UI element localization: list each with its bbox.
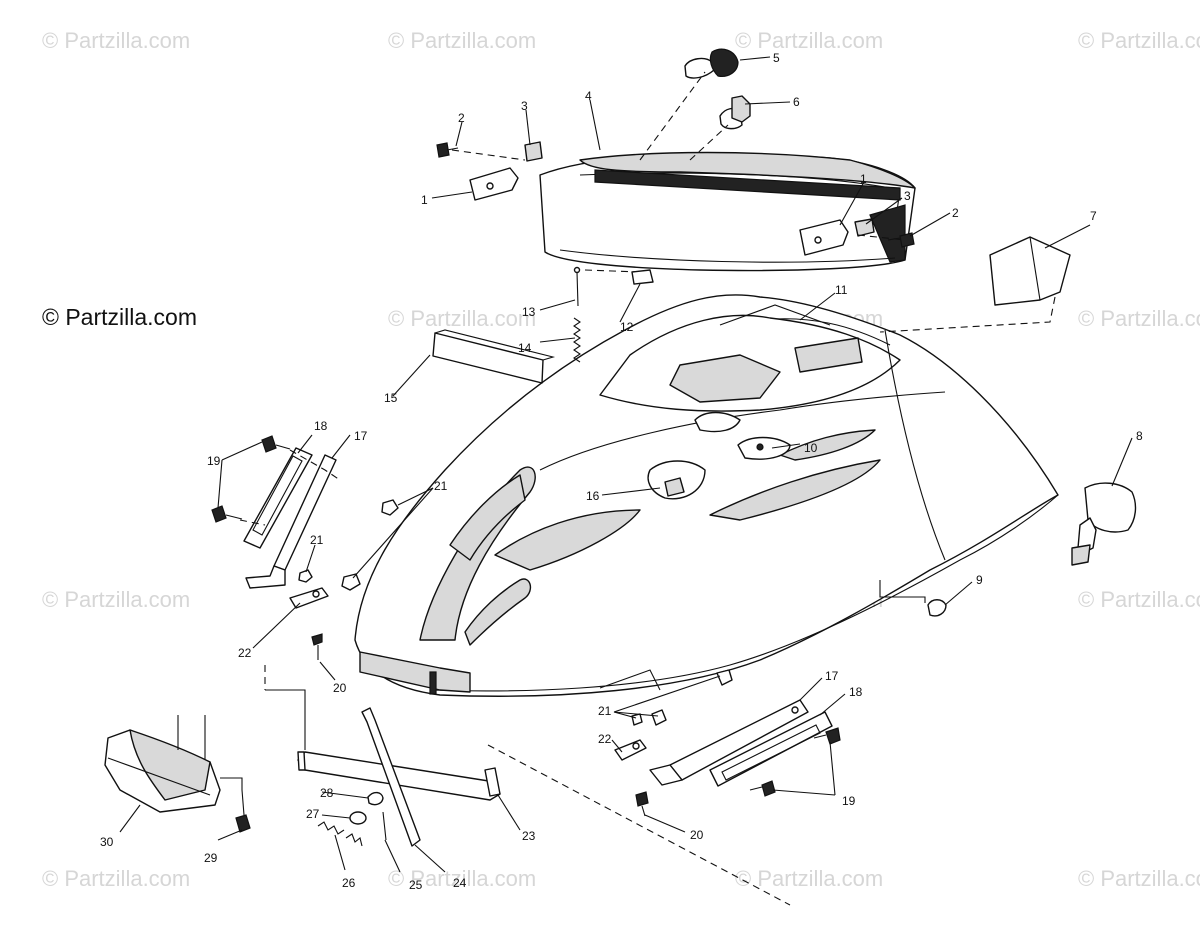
callout-leaders [119, 56, 1133, 873]
bolt-2-left[interactable] [436, 142, 459, 158]
callout-28: 28 [320, 786, 334, 800]
callout-29: 29 [204, 851, 218, 865]
callout-21: 21 [434, 479, 448, 493]
callout-18: 18 [314, 419, 328, 433]
callout-11: 11 [835, 283, 848, 297]
callout-2: 2 [458, 111, 465, 125]
gasket-18-left[interactable] [243, 447, 313, 549]
callout-6: 6 [793, 95, 800, 109]
screw-20-left[interactable] [311, 633, 323, 660]
callout-20: 20 [333, 681, 347, 695]
watermark: © Partzilla.com [42, 587, 191, 612]
callout-18: 18 [849, 685, 863, 699]
brand-notice: © Partzilla.com [42, 304, 197, 330]
callout-22: 22 [238, 646, 252, 660]
screw-20-right[interactable] [635, 791, 649, 817]
callout-30: 30 [100, 835, 114, 849]
support-arm-17-left[interactable] [245, 454, 337, 589]
callout-9: 9 [976, 573, 983, 587]
bulb-socket-6[interactable] [719, 95, 751, 130]
headlight-4[interactable] [539, 151, 916, 272]
clip-12[interactable] [631, 269, 654, 285]
clip-28[interactable] [367, 791, 384, 806]
screw-19-right[interactable] [749, 727, 841, 797]
callout-17: 17 [825, 669, 839, 683]
gasket-18-right[interactable] [709, 711, 833, 787]
watermark: © Partzilla.com [1078, 306, 1200, 331]
watermark: © Partzilla.com [42, 28, 191, 53]
callout-15: 15 [384, 391, 398, 405]
hood-11[interactable] [354, 294, 1059, 697]
pin-13[interactable] [573, 266, 581, 307]
callout-19: 19 [207, 454, 221, 468]
callout-20: 20 [690, 828, 704, 842]
callout-13: 13 [522, 305, 536, 319]
callout-23: 23 [522, 829, 536, 843]
callout-2: 2 [952, 206, 959, 220]
clip-3-right[interactable] [854, 218, 875, 237]
latch-22-right[interactable] [614, 739, 647, 761]
foam-strip-15[interactable] [432, 329, 556, 384]
watermark: © Partzilla.com [388, 866, 537, 891]
clip-3-left[interactable] [524, 141, 543, 162]
callout-21: 21 [310, 533, 324, 547]
watermark: © Partzilla.com [1078, 587, 1200, 612]
callout-8: 8 [1136, 429, 1143, 443]
callout-14: 14 [518, 341, 532, 355]
callout-5: 5 [773, 51, 780, 65]
deflector-30[interactable] [104, 715, 221, 813]
callout-16: 16 [586, 489, 600, 503]
latch-22-left[interactable] [289, 587, 329, 609]
callout-12: 12 [620, 320, 634, 334]
mirror-8[interactable] [1071, 482, 1137, 566]
watermark: © Partzilla.com [735, 28, 884, 53]
callout-3: 3 [904, 189, 911, 203]
callout-numbers: 1 2 3 4 5 6 1 3 2 7 11 13 12 14 15 10 16… [100, 51, 1143, 892]
screw-19-left[interactable] [211, 435, 291, 523]
cover-7[interactable] [989, 236, 1071, 306]
bulb-5[interactable] [684, 48, 739, 79]
callout-25: 25 [409, 878, 423, 892]
rod-24[interactable] [361, 707, 421, 847]
watermark: © Partzilla.com [735, 866, 884, 891]
callout-17: 17 [354, 429, 368, 443]
bolt-29[interactable] [235, 789, 251, 833]
nut-21-right[interactable] [631, 669, 733, 726]
nut-21-left[interactable] [298, 499, 399, 591]
callout-7: 7 [1090, 209, 1097, 223]
callout-22: 22 [598, 732, 612, 746]
callout-27: 27 [306, 807, 320, 821]
watermark: © Partzilla.com [1078, 28, 1200, 53]
callout-3: 3 [521, 99, 528, 113]
spring-14[interactable] [573, 317, 581, 363]
callout-1: 1 [860, 172, 867, 186]
watermark: © Partzilla.com [42, 866, 191, 891]
bracket-1-left[interactable] [469, 167, 519, 201]
bracket-1-right[interactable] [799, 219, 849, 256]
watermark: © Partzilla.com [388, 28, 537, 53]
callout-4: 4 [585, 89, 592, 103]
watermark: © Partzilla.com [388, 306, 537, 331]
spring-26[interactable] [317, 821, 363, 847]
frame-23[interactable] [297, 751, 501, 801]
pin-25[interactable] [382, 811, 387, 841]
grommet-9[interactable] [927, 599, 947, 617]
spring-27[interactable] [349, 811, 367, 825]
callout-1: 1 [421, 193, 428, 207]
callout-19: 19 [842, 794, 856, 808]
callout-10: 10 [804, 441, 818, 455]
callout-24: 24 [453, 876, 467, 890]
watermark: © Partzilla.com [1078, 866, 1200, 891]
knob-16[interactable] [647, 460, 706, 500]
callout-21: 21 [598, 704, 612, 718]
support-arm-17-right[interactable] [649, 699, 809, 786]
callout-26: 26 [342, 876, 356, 890]
